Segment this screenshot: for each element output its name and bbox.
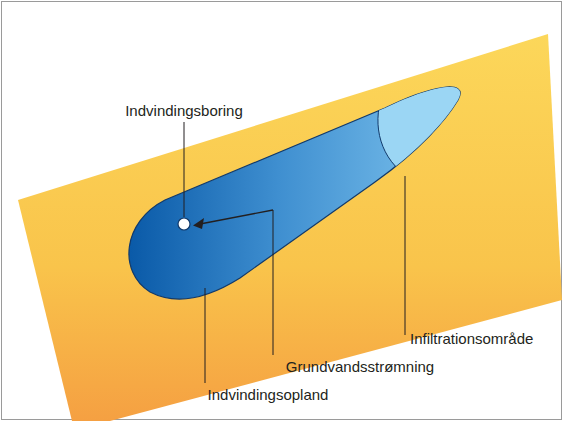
callout-label: Infiltrationsområde: [410, 330, 533, 348]
leader-line: [405, 176, 406, 335]
callout-label: Indvindingsboring: [125, 102, 243, 120]
leader-line: [184, 122, 185, 217]
well-symbol: [178, 218, 190, 230]
leader-line: [273, 210, 274, 355]
flow-arrow: [200, 210, 273, 224]
callout-label: Grundvandsstrømning: [286, 358, 434, 376]
flow-arrowhead: [193, 218, 204, 229]
ground-plane: [18, 34, 562, 421]
infiltration-area: [378, 60, 480, 178]
callout-label: Indvindingsopland: [208, 386, 329, 404]
leader-line: [205, 288, 206, 383]
